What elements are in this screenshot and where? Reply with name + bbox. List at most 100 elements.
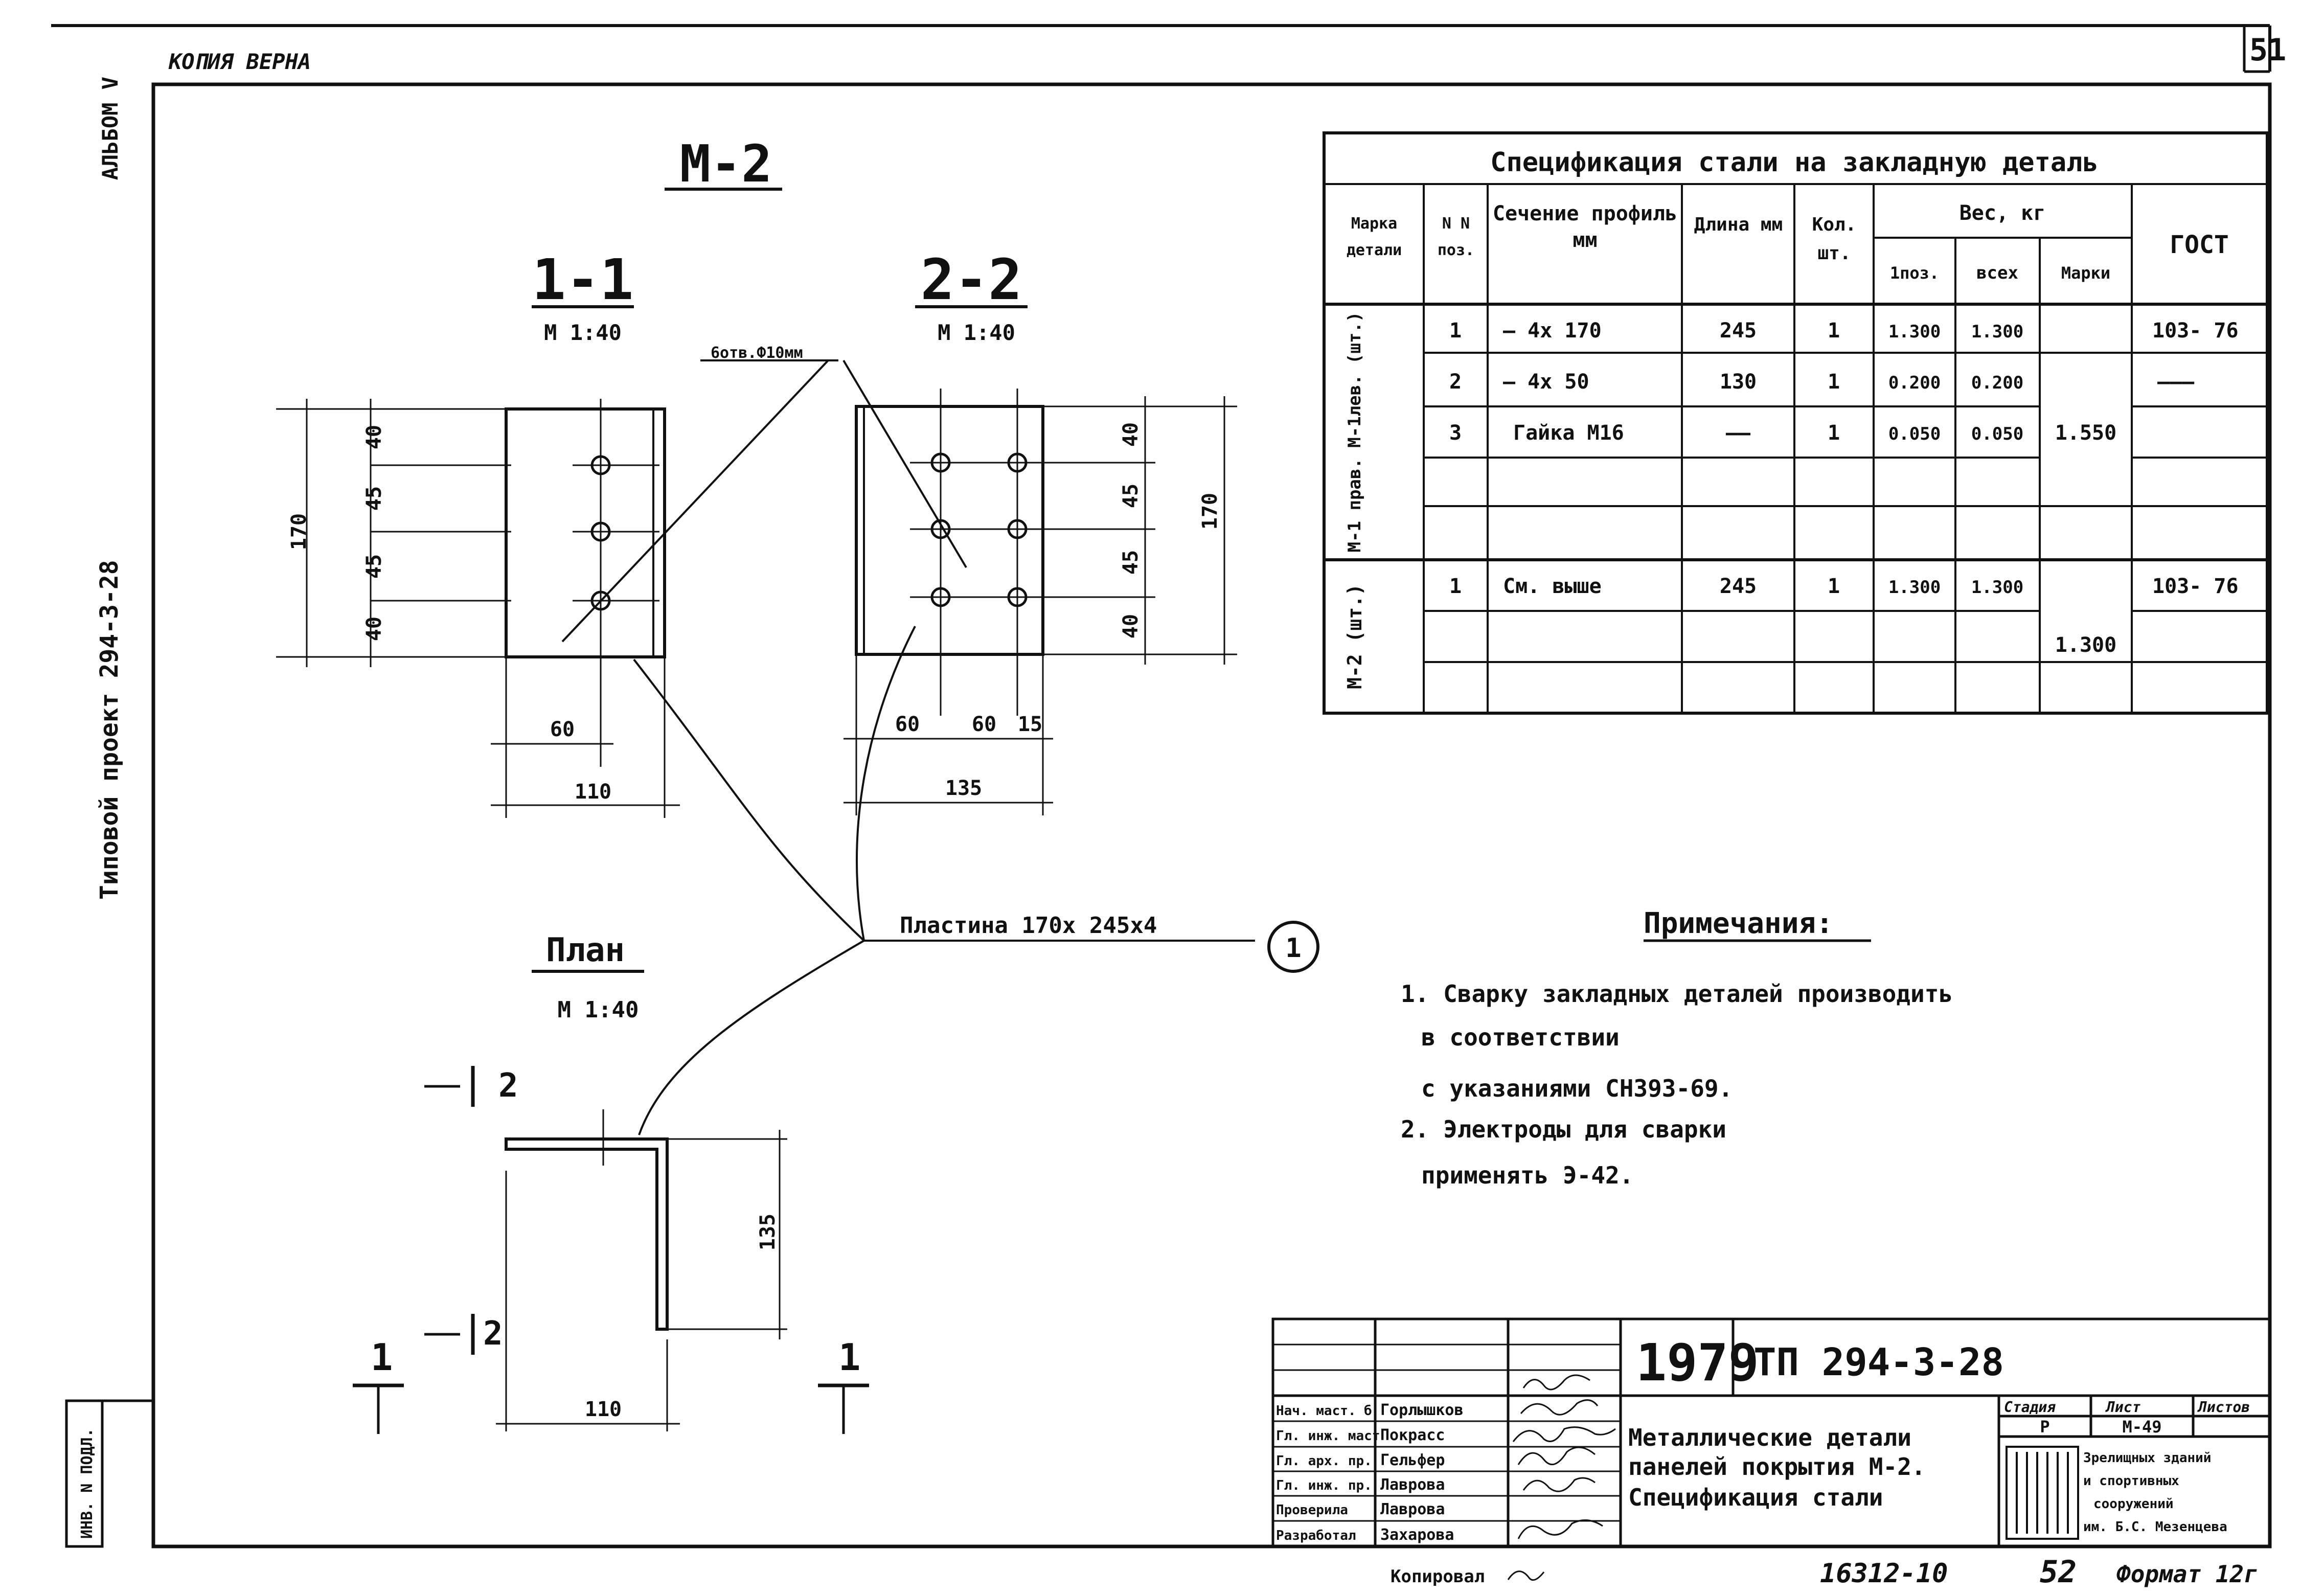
table-row: 3 Гайка М16 —— 1 0.050 0.050 [1449, 421, 2023, 445]
cell-length: —— [1726, 421, 1751, 445]
plan-dim-width: 110 [585, 1398, 622, 1421]
tb-sheets-label: Листов [2197, 1399, 2250, 1416]
copy-stamp: КОПИЯ ВЕРНА [168, 49, 311, 74]
cell-pos: 3 [1449, 421, 1462, 445]
header-weight-all: всех [1976, 263, 2018, 283]
section-2-2: 2-2 М 1:40 40 45 45 40 170 60 60 15 135 [844, 247, 1237, 815]
dim-45: 45 [362, 486, 386, 511]
holes-note: 6отв.Ф10мм [711, 344, 803, 362]
dim-height: 170 [287, 513, 311, 550]
section-1-1-scale: М 1:40 [544, 320, 622, 345]
header-section: Сечение профиль мм [1492, 202, 1678, 252]
tb-org-4: им. Б.С. Мезенцева [2083, 1519, 2227, 1535]
header-length: Длина мм [1694, 214, 1783, 235]
cell-weight-all: 0.200 [1971, 373, 2023, 393]
drawing-title: М-2 [680, 134, 772, 194]
plan-label: План [546, 931, 625, 969]
dim-40: 40 [362, 617, 386, 641]
notes-line-1: 1. Сварку закладных деталей производить [1401, 980, 1953, 1008]
tb-name: Покрасс [1380, 1426, 1445, 1444]
notes-title: Примечания: [1644, 907, 1833, 940]
header-weight-1pos: 1поз. [1890, 263, 1939, 283]
plate-outline [505, 407, 666, 658]
tb-role: Гл. инж. пр. [1276, 1478, 1372, 1493]
angle-profile [505, 1137, 669, 1331]
notes-line-3: с указаниями СН393-69. [1421, 1075, 1733, 1102]
group1-mark: М-1 прав. М-1лев. (шт.) [1345, 311, 1365, 553]
tb-role: Разработал [1276, 1528, 1356, 1543]
section-1-1-label: 1-1 [532, 247, 634, 312]
cut-mark-2: 2 [498, 1067, 518, 1105]
dim-width-part: 60 [550, 718, 575, 741]
header-weight: Вес, кг [1960, 201, 2046, 225]
spec-table: Спецификация стали на закладную деталь М… [1323, 131, 2269, 715]
tb-year: 1979 [1636, 1333, 1759, 1393]
dim-40: 40 [1119, 614, 1143, 639]
dim-width: 110 [575, 780, 611, 804]
footer-format: Формат 12г [2116, 1560, 2258, 1588]
tb-stage-label: Стадия [2004, 1399, 2056, 1416]
cell-weight-all: 0.050 [1971, 424, 2023, 444]
cell-length: 130 [1720, 370, 1757, 394]
table-row: 2 — 4х 50 130 1 0.200 0.200 ——— [1449, 370, 2195, 394]
cell-section: — 4х 50 [1503, 370, 1589, 394]
institute-logo [2006, 1446, 2079, 1540]
cell-gost: 103- 76 [2152, 575, 2239, 598]
dim-60: 60 [972, 713, 996, 736]
table-row: 1 См. выше 245 1 1.300 1.300 103- 76 [1449, 575, 2239, 598]
spec-title: Спецификация стали на закладную деталь [1490, 147, 2099, 178]
cell-length: 245 [1720, 319, 1757, 343]
cell-qty: 1 [1828, 319, 1840, 343]
tb-sheet-label: Лист [2105, 1399, 2141, 1416]
tb-code: ТП 294-3-28 [1753, 1340, 2004, 1384]
side-inv-label: ИНВ. N ПОДЛ. [78, 1428, 96, 1539]
cell-length: 245 [1720, 575, 1757, 598]
dim-45: 45 [1119, 484, 1143, 508]
cell-section: См. выше [1503, 575, 1602, 598]
tb-desc-1: Металлические детали [1628, 1424, 1911, 1451]
cell-pos: 1 [1449, 319, 1462, 343]
cut-mark-2: 2 [483, 1315, 503, 1353]
footer-code: 16312-10 [1820, 1558, 1948, 1589]
tb-org-2: и спортивных [2083, 1473, 2179, 1489]
group2-mark: М-2 (шт.) [1343, 584, 1366, 689]
dim-45: 45 [362, 554, 386, 579]
cell-qty: 1 [1828, 370, 1840, 394]
cell-qty: 1 [1828, 421, 1840, 445]
tb-name: Лаврова [1380, 1500, 1445, 1518]
tb-role: Гл. инж. маст [1276, 1428, 1380, 1444]
dim-45: 45 [1119, 550, 1143, 575]
cell-weight-1pos: 0.200 [1888, 373, 1941, 393]
tb-role: Гл. арх. пр. [1276, 1453, 1372, 1469]
tb-name: Гельфер [1380, 1451, 1445, 1469]
dim-width: 135 [945, 777, 982, 800]
plan-view: План М 1:40 135 110 2 2 1 1 [353, 931, 869, 1434]
table-row: 1 — 4х 170 245 1 1.300 1.300 103- 76 [1449, 319, 2239, 343]
footer-page: 52 [2040, 1554, 2077, 1590]
dim-height: 170 [1198, 493, 1222, 530]
side-album: АЛЬБОМ V [98, 77, 123, 180]
group2-mark-weight: 1.300 [2055, 633, 2116, 657]
header-gost: ГОСТ [2170, 231, 2229, 259]
cell-pos: 2 [1449, 370, 1462, 394]
cut-mark-1: 1 [371, 1336, 393, 1379]
cell-gost: ——— [2157, 370, 2195, 394]
section-1-1: 1-1 М 1:40 170 40 45 45 40 60 110 [276, 247, 680, 818]
tb-desc-3: Спецификация стали [1628, 1484, 1883, 1511]
tb-org-1: Зрелищных зданий [2083, 1450, 2211, 1466]
notes-line-5: применять Э-42. [1421, 1162, 1633, 1189]
header-pos: N N поз. [1437, 215, 1475, 259]
tb-name: Захарова [1380, 1526, 1454, 1544]
dim-40: 40 [1119, 422, 1143, 447]
group1-mark-weight: 1.550 [2055, 421, 2116, 445]
section-2-2-scale: М 1:40 [938, 320, 1015, 345]
plate-outline [855, 405, 1044, 656]
cut-mark-1: 1 [838, 1336, 860, 1379]
cell-section: — 4х 170 [1503, 319, 1602, 343]
dim-60: 60 [895, 713, 920, 736]
plate-label: Пластина 170х 245х4 [900, 913, 1157, 939]
cell-pos: 1 [1449, 575, 1462, 598]
header-weight-mark: Марки [2061, 263, 2110, 283]
sheet-frame [51, 24, 2272, 1549]
signatures [1512, 1374, 1616, 1539]
